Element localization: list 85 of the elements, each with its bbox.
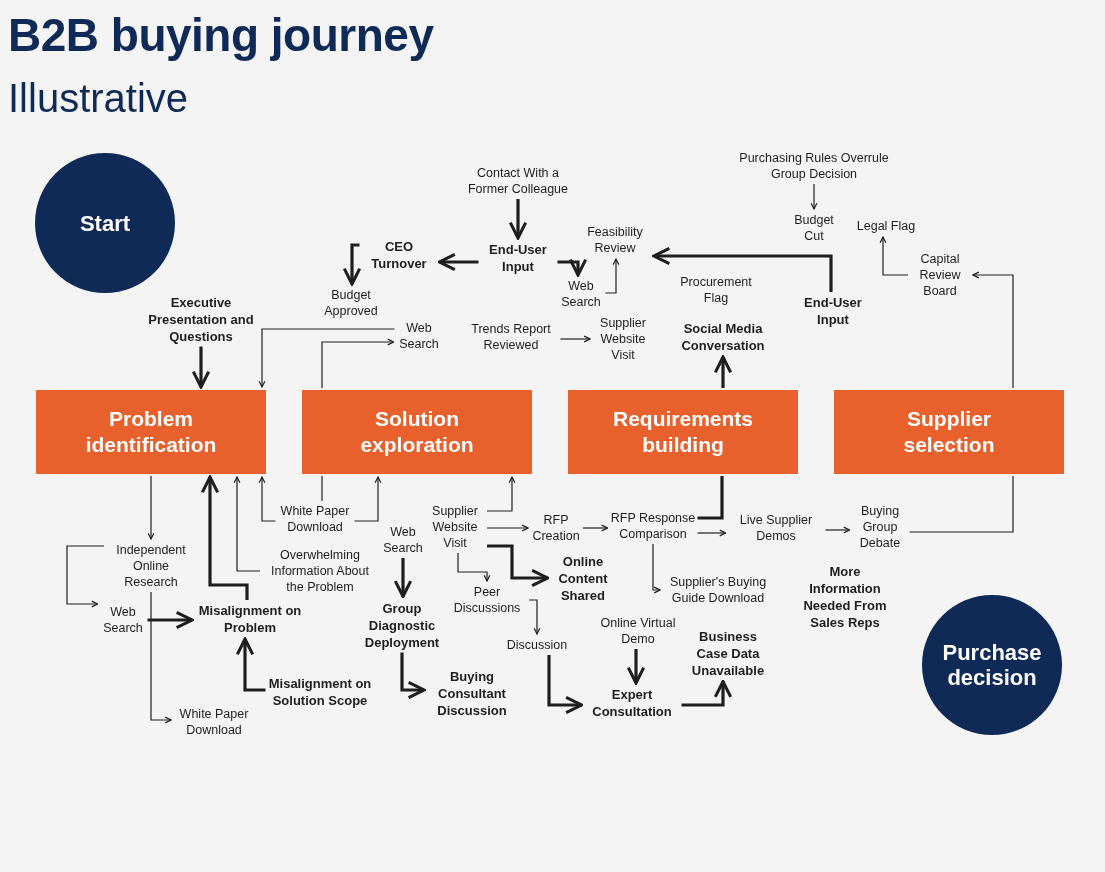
title: B2B buying journey [8, 8, 434, 62]
arrow [258, 476, 277, 522]
activity-label: Peer Discussions [447, 584, 527, 616]
activity-label: Discussion [497, 637, 577, 653]
arrow [626, 649, 646, 685]
key-event-label: Buying Consultant Discussion [427, 667, 517, 719]
milestone-circle: Start [35, 153, 175, 293]
activity-label: Budget Cut [789, 212, 839, 244]
activity-label: White Paper Download [174, 706, 254, 738]
arrow [681, 679, 733, 707]
arrow [233, 476, 261, 572]
key-event-label: Misalignment on Problem [195, 602, 305, 636]
key-event-label: Social Media Conversation [665, 320, 781, 354]
arrow [582, 524, 609, 532]
activity-label: Trends Report Reviewed [463, 321, 559, 353]
arrow [559, 335, 591, 343]
key-event-label: Online Content Shared [550, 552, 616, 604]
activity-label: Purchasing Rules Overrule Group Decision [734, 150, 894, 182]
activity-label: Web Search [381, 524, 425, 556]
subtitle: Illustrative [8, 76, 189, 121]
milestone-circle: Purchase decision [922, 595, 1062, 735]
activity-label: Buying Group Debate [852, 503, 908, 551]
arrow [457, 552, 491, 582]
key-event-label: More Information Needed From Sales Reps [792, 563, 898, 631]
arrow [713, 355, 733, 388]
arrow [321, 338, 395, 389]
key-event-label: End-User Input [795, 294, 871, 328]
arrow [235, 637, 266, 692]
activity-label: Live Supplier Demos [728, 512, 824, 544]
arrow [604, 258, 620, 294]
arrow [200, 475, 249, 600]
arrow [66, 545, 105, 608]
arrow [972, 271, 1014, 389]
activity-label: Supplier Website Visit [425, 503, 485, 551]
activity-label: Legal Flag [851, 218, 921, 234]
arrow [258, 328, 396, 388]
arrow [486, 524, 529, 532]
stage-box: Supplier selection [834, 390, 1064, 474]
activity-label: Web Search [558, 278, 604, 310]
activity-label: Capital Review Board [910, 251, 970, 299]
arrow [393, 558, 413, 599]
stage-box: Solution exploration [302, 390, 532, 474]
activity-label: Online Virtual Demo [593, 615, 683, 647]
arrow [810, 183, 818, 210]
activity-label: Supplier Website Visit [593, 315, 653, 363]
arrow [557, 258, 588, 277]
arrow [486, 476, 516, 512]
activity-label: White Paper Download [277, 503, 353, 535]
arrow [696, 529, 727, 537]
activity-label: RFP Response Comparison [610, 510, 696, 542]
arrow [147, 475, 155, 540]
key-event-label: Business Case Data Unavailable [683, 627, 773, 679]
activity-label: Feasibility Review [579, 224, 651, 256]
activity-label: Independent Online Research [106, 542, 196, 590]
arrow [508, 199, 528, 240]
arrow [652, 543, 661, 594]
stage-box: Requirements building [568, 390, 798, 474]
arrow [437, 252, 479, 272]
arrow [528, 599, 541, 635]
activity-label: Web Search [100, 604, 146, 636]
activity-label: Procurement Flag [671, 274, 761, 306]
key-event-label: Group Diagnostic Deployment [357, 599, 447, 651]
arrow [879, 236, 909, 276]
arrow [353, 476, 382, 522]
activity-label: Contact With a Former Colleague [458, 165, 578, 197]
key-event-label: Misalignment on Solution Scope [267, 675, 373, 709]
arrow [487, 544, 550, 588]
activity-label: Overwhelming Information About the Problem [262, 547, 378, 595]
activity-label: Budget Approved [316, 287, 386, 319]
arrow [400, 652, 426, 700]
key-event-label: End-User Input [480, 241, 556, 275]
arrow [824, 526, 851, 534]
activity-label: Supplier's Buying Guide Download [663, 574, 773, 606]
arrow [342, 243, 362, 286]
arrow [547, 655, 584, 715]
key-event-label: CEO Turnover [361, 238, 437, 272]
activity-label: RFP Creation [531, 512, 581, 544]
key-event-label: Executive Presentation and Questions [146, 293, 256, 345]
arrow [150, 591, 172, 724]
arrow [147, 610, 194, 630]
arrow [191, 346, 211, 389]
stage-box: Problem identification [36, 390, 266, 474]
activity-label: Web Search [396, 320, 442, 352]
arrow [652, 246, 833, 292]
key-event-label: Expert Consultation [584, 686, 680, 720]
